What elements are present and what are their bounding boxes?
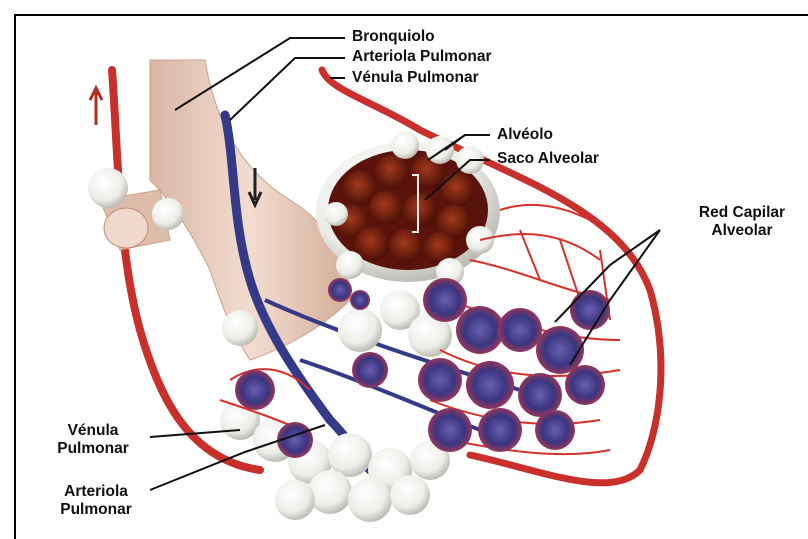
label-venula-pulmonar-top: Vénula Pulmonar: [352, 69, 479, 87]
label-red-capilar-line1: Red Capilar: [684, 204, 800, 222]
label-arteriola-line1: Arteriola: [38, 483, 154, 501]
arrow-up-icon: [90, 88, 102, 125]
label-red-capilar-alveolar: Red Capilar Alveolar: [684, 204, 800, 240]
label-bronquiolo: Bronquiolo: [352, 28, 435, 46]
label-saco-alveolar: Saco Alveolar: [497, 150, 599, 168]
label-venula-line1: Vénula: [38, 422, 148, 440]
label-venula-pulmonar-bottom: Vénula Pulmonar: [38, 422, 148, 458]
label-red-capilar-line2: Alveolar: [684, 222, 800, 240]
label-venula-line2: Pulmonar: [38, 440, 148, 458]
label-alveolo: Alvéolo: [497, 126, 553, 144]
bronchiole-opening: [104, 208, 148, 248]
label-arteriola-pulmonar-top: Arteriola Pulmonar: [352, 48, 492, 66]
label-arteriola-line2: Pulmonar: [38, 501, 154, 519]
label-arteriola-pulmonar-bottom: Arteriola Pulmonar: [38, 483, 154, 519]
alveolar-sac: [316, 131, 500, 286]
